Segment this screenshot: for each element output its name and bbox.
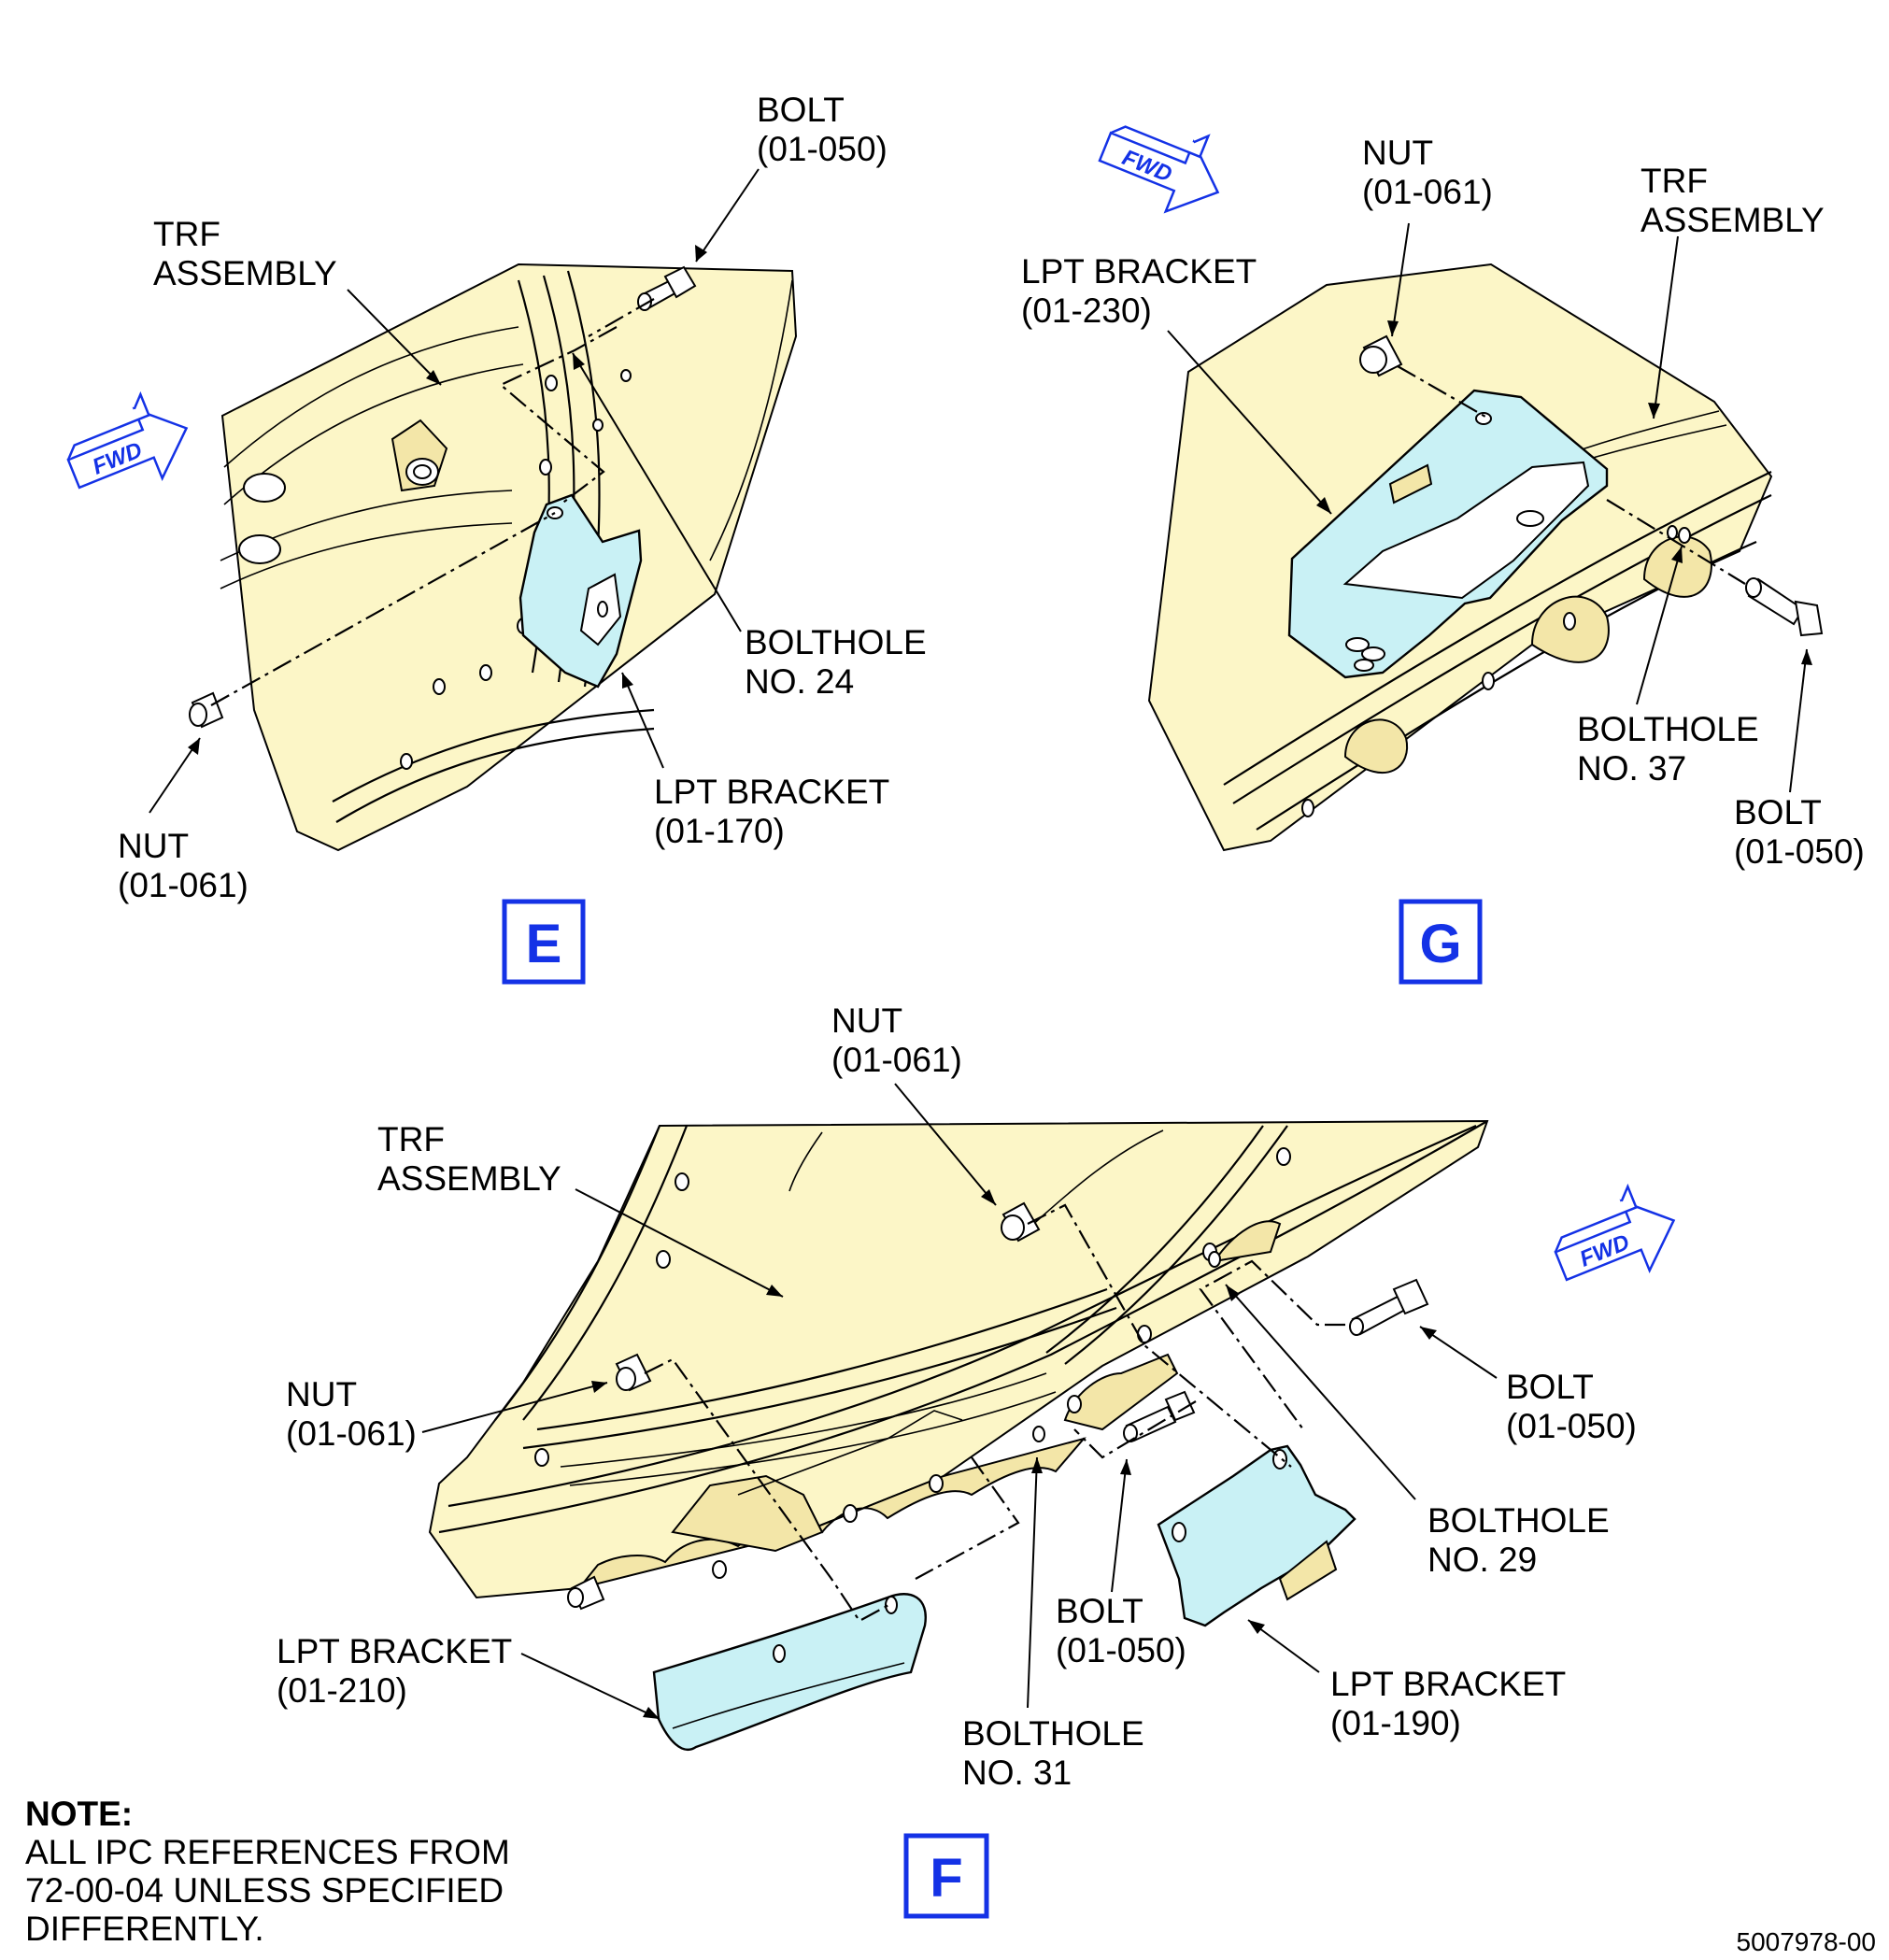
view-f-bolthole-29-leader bbox=[1225, 1284, 1416, 1500]
view-e-nut bbox=[189, 691, 224, 729]
view-f-bolthole-31-leader bbox=[1027, 1456, 1038, 1709]
view-f-bolthole-29-label-2: NO. 29 bbox=[1427, 1541, 1537, 1579]
view-e-trf-assembly-face bbox=[220, 263, 798, 852]
view-e-trf-label-1: TRF bbox=[153, 215, 220, 253]
view-f-bolt-mid-leader bbox=[1111, 1458, 1128, 1593]
view-f-bolthole-31-label-1: BOLTHOLE bbox=[962, 1714, 1144, 1753]
view-g-bolthole-label-1: BOLTHOLE bbox=[1577, 710, 1759, 748]
view-f-trf-label-2: ASSEMBLY bbox=[377, 1159, 561, 1198]
view-g-marker bbox=[1399, 899, 1483, 985]
view-f-bracket-210-leader bbox=[520, 1653, 660, 1720]
view-g-bolthole-label-2: NO. 37 bbox=[1577, 749, 1686, 788]
view-f-bolthole-29-label-1: BOLTHOLE bbox=[1427, 1501, 1610, 1540]
note-heading: NOTE: bbox=[25, 1795, 133, 1833]
view-e-marker bbox=[502, 899, 586, 985]
view-g-bolt-label-1: BOLT bbox=[1734, 793, 1822, 831]
view-f-bolt-right-label-2: (01-050) bbox=[1506, 1407, 1637, 1445]
view-e-nut-leader bbox=[149, 737, 201, 814]
view-e-bolt bbox=[637, 265, 697, 311]
view-f-fwd-arrow: FWD bbox=[1554, 1183, 1676, 1282]
view-g-nut-label-2: (01-061) bbox=[1362, 173, 1493, 211]
view-g-nut bbox=[1359, 334, 1403, 377]
view-f-trf-leader bbox=[575, 1188, 784, 1298]
view-e-trf-leader bbox=[347, 289, 442, 386]
note-line-3: DIFFERENTLY. bbox=[25, 1910, 264, 1948]
view-g-letter: G bbox=[1419, 914, 1461, 974]
view-e-bracket-label-1: LPT BRACKET bbox=[654, 773, 889, 811]
view-e-bolthole-leader bbox=[572, 352, 742, 632]
view-g-trf-label-2: ASSEMBLY bbox=[1640, 201, 1825, 239]
view-g-labels: NUT (01-061) TRF ASSEMBLY LPT BRACKET (0… bbox=[1021, 134, 1865, 985]
view-f-nut-left-label-1: NUT bbox=[286, 1375, 357, 1413]
view-g-bracket-label-2: (01-230) bbox=[1021, 291, 1152, 330]
view-f-nut-left-leader bbox=[421, 1382, 608, 1433]
view-f-bracket-210-label-2: (01-210) bbox=[277, 1671, 407, 1710]
view-f-bracket-190-label-1: LPT BRACKET bbox=[1330, 1665, 1566, 1703]
view-f-nut-top-leader bbox=[894, 1083, 997, 1206]
note-block: NOTE: ALL IPC REFERENCES FROM 72-00-04 U… bbox=[25, 1795, 510, 1948]
view-f-bolt-mid-label-2: (01-050) bbox=[1056, 1631, 1186, 1669]
view-g-bolt bbox=[1745, 577, 1824, 637]
view-e-lpt-bracket bbox=[518, 493, 643, 689]
view-e-bolt-leader bbox=[695, 168, 760, 263]
view-e-letter: E bbox=[526, 914, 562, 974]
view-e-bolt-label-1: BOLT bbox=[757, 91, 845, 129]
view-f-bolthole-31-label-2: NO. 31 bbox=[962, 1754, 1072, 1792]
view-f-nut-left-label-2: (01-061) bbox=[286, 1414, 417, 1453]
view-g-bracket-label-1: LPT BRACKET bbox=[1021, 252, 1257, 291]
view-f-nut-top bbox=[1001, 1201, 1041, 1243]
view-e-nut-label-1: NUT bbox=[118, 827, 189, 865]
view-f-drawing: FWD bbox=[421, 1083, 1676, 1751]
view-e-bolthole-label-2: NO. 24 bbox=[745, 662, 854, 701]
view-f-lpt-bracket-190 bbox=[1157, 1444, 1356, 1627]
view-f-letter: F bbox=[930, 1848, 962, 1909]
view-e-nut-label-2: (01-061) bbox=[118, 866, 249, 904]
view-g-fwd-arrow: FWD bbox=[1098, 125, 1220, 214]
note-line-1: ALL IPC REFERENCES FROM bbox=[25, 1833, 510, 1871]
view-e-bracket-leader bbox=[621, 672, 664, 769]
view-f-nut-top-label-1: NUT bbox=[831, 1001, 902, 1040]
view-e-labels: BOLT (01-050) TRF ASSEMBLY BOLTHOLE NO. … bbox=[118, 91, 927, 985]
view-e-bolt-label-2: (01-050) bbox=[757, 130, 888, 168]
view-f-bolt-right-label-1: BOLT bbox=[1506, 1368, 1594, 1406]
view-f-bolt-mid-label-1: BOLT bbox=[1056, 1592, 1143, 1630]
view-g-drawing: FWD bbox=[1098, 125, 1824, 852]
view-e-fwd-arrow: FWD bbox=[66, 391, 189, 490]
view-g-nut-label-1: NUT bbox=[1362, 134, 1433, 172]
view-f-bracket-210-label-1: LPT BRACKET bbox=[277, 1632, 512, 1670]
view-g-bolt-leader bbox=[1789, 648, 1808, 793]
view-f-bolt-mid bbox=[1123, 1390, 1196, 1442]
view-f-lpt-bracket-210 bbox=[652, 1593, 927, 1751]
view-f-nut-top-label-2: (01-061) bbox=[831, 1041, 962, 1079]
view-f-labels: NUT (01-061) TRF ASSEMBLY NUT (01-061) B… bbox=[277, 1001, 1637, 1919]
view-g-trf-leader bbox=[1653, 235, 1679, 419]
view-e-trf-label-2: ASSEMBLY bbox=[153, 254, 337, 292]
view-e-bracket-label-2: (01-170) bbox=[654, 812, 785, 850]
note-line-2: 72-00-04 UNLESS SPECIFIED bbox=[25, 1871, 504, 1910]
view-f-nut-left bbox=[615, 1353, 652, 1392]
view-g-bolt-label-2: (01-050) bbox=[1734, 832, 1865, 871]
view-g-bolthole-leader bbox=[1636, 546, 1683, 705]
view-f-bolt-right bbox=[1349, 1278, 1429, 1336]
view-f-marker bbox=[903, 1833, 989, 1919]
view-f-bracket-190-label-2: (01-190) bbox=[1330, 1704, 1461, 1742]
view-e-bolthole-label-1: BOLTHOLE bbox=[745, 623, 927, 661]
view-g-trf-label-1: TRF bbox=[1640, 162, 1708, 200]
view-g-bracket-leader bbox=[1167, 330, 1332, 515]
view-f-trf-label-1: TRF bbox=[377, 1120, 445, 1158]
view-e-drawing: FWD bbox=[66, 168, 798, 852]
figure-number: 5007978-00 bbox=[1737, 1927, 1876, 1956]
view-g-nut-leader bbox=[1391, 222, 1410, 337]
